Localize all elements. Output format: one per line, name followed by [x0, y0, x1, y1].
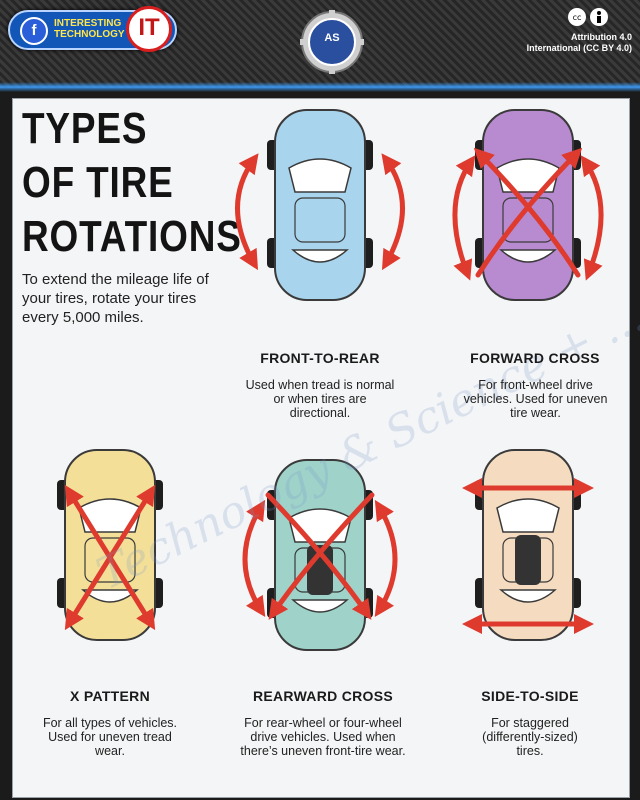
arrow-left-front-rear — [235, 153, 259, 271]
arrow-left-outer — [452, 155, 476, 281]
sunroof — [515, 535, 541, 585]
rear-window — [291, 599, 349, 613]
windshield — [496, 158, 560, 193]
roof — [502, 197, 554, 243]
intro-text: To extend the mileage life of your tires… — [22, 271, 209, 326]
page-title: TYPES OF TIRE ROTATIONS — [22, 104, 242, 261]
facebook-icon[interactable]: f — [20, 17, 48, 45]
card-desc-x-pattern: For all types of vehicles. Used for unev… — [42, 716, 178, 758]
roof — [294, 197, 346, 243]
it-logo: IT — [126, 6, 172, 52]
rear-window — [499, 589, 557, 603]
windshield — [288, 158, 352, 193]
rear-window — [499, 249, 557, 263]
arrow-rear-cross-1 — [265, 492, 372, 620]
arrow-cross-1 — [473, 147, 581, 278]
card-title-rearward-cross: REARWARD CROSS — [252, 688, 394, 704]
arrow-right-outer-rear — [374, 499, 398, 618]
card-title-x-pattern: X PATTERN — [70, 688, 150, 704]
arrow-right-outer — [580, 155, 604, 281]
windshield — [496, 498, 560, 533]
rear-window — [291, 249, 349, 263]
card-title-side-to-side: SIDE-TO-SIDE — [481, 688, 579, 704]
arrow-left-outer-rear — [242, 499, 266, 618]
card-desc-forward-cross: For front-wheel drive vehicles. Used for… — [463, 378, 608, 420]
arrow-right-front-rear — [381, 153, 405, 271]
svg-text:cc: cc — [573, 13, 582, 22]
car-front-to-rear — [267, 109, 373, 301]
car-side-to-side — [475, 449, 581, 641]
brand-text: INTERESTING TECHNOLOGY — [54, 18, 125, 40]
arrow-x-2 — [64, 484, 156, 631]
license-text: Attribution 4.0 International (CC BY 4.0… — [526, 32, 632, 53]
center-logo-text: AS — [324, 32, 340, 44]
arrow-cross-2 — [475, 147, 583, 278]
creative-commons-icon[interactable]: cc — [566, 6, 616, 28]
card-desc-front-to-rear: Used when tread is normal or when tires … — [245, 378, 395, 420]
card-desc-side-to-side: For staggered (differently-sized) tires. — [482, 716, 578, 758]
car-body — [274, 109, 366, 301]
card-title-front-to-rear: FRONT-TO-REAR — [260, 350, 380, 366]
header-glow — [0, 82, 640, 92]
gear-logo-icon — [300, 10, 364, 74]
arrow-rear-cross-2 — [268, 492, 375, 620]
car-x-pattern — [57, 449, 163, 641]
card-desc-rearward-cross: For rear-wheel or four-wheel drive vehic… — [240, 716, 406, 758]
card-title-forward-cross: FORWARD CROSS — [470, 350, 600, 366]
